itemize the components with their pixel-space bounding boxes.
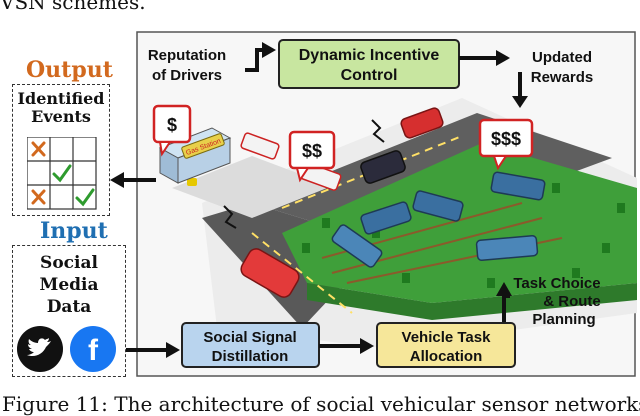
lane-lines [251, 135, 463, 314]
svg-text:$: $ [167, 115, 177, 135]
output-box: Identified Events [12, 84, 110, 216]
reward-tag-2: $$ [288, 130, 336, 183]
top-cut-text: VSN schemes. [0, 0, 146, 14]
architecture-diagram: Gas Station Reputation of Drivers Dynami… [136, 31, 637, 377]
check-mark-icon [75, 188, 95, 207]
updated-rewards-2: Rewards [531, 69, 594, 86]
event-grid [27, 137, 97, 210]
reward-tag-3: $$$ [478, 118, 534, 171]
dynamic-incentive-box [278, 39, 460, 89]
grass-edge [307, 283, 637, 320]
crack-icon [223, 119, 385, 229]
car-icon [187, 107, 444, 298]
to-social-arrow [126, 342, 180, 358]
reward-tag-1: $ [152, 104, 192, 157]
input-heading: Input [40, 218, 108, 244]
input-line-2: Media [39, 275, 99, 295]
dynamic-incentive-line-2: Control [341, 67, 398, 84]
social-signal-line-2: Distillation [212, 348, 289, 365]
social-signal-line-1: Social Signal [203, 329, 296, 346]
output-line-2: Events [31, 106, 91, 126]
svg-text:f: f [88, 334, 99, 367]
x-mark-icon [31, 189, 46, 205]
updated-rewards-1: Updated [532, 49, 592, 66]
vehicle-task-line-2: Allocation [410, 348, 483, 365]
input-line-3: Data [46, 297, 92, 317]
output-line-1: Identified [17, 89, 105, 108]
task-choice-3: Planning [532, 311, 595, 328]
to-output-arrow [110, 172, 156, 188]
vehicle-task-box [376, 322, 516, 368]
reputation-label-2: of Drivers [152, 67, 222, 84]
gas-lot [172, 156, 332, 218]
input-box: Social Media Data f [12, 245, 126, 377]
vehicle-task-line-1: Vehicle Task [402, 329, 492, 346]
svg-text:$$$: $$$ [491, 129, 521, 149]
twitter-icon [17, 326, 63, 372]
dynamic-incentive-line-1: Dynamic Incentive [299, 47, 440, 64]
svg-text:$$: $$ [302, 141, 322, 161]
reputation-label-1: Reputation [148, 47, 226, 64]
task-choice-1: Task Choice [513, 275, 600, 292]
input-line-1: Social [40, 253, 98, 273]
check-mark-icon [52, 164, 72, 183]
output-box-title: Identified Events [13, 90, 109, 125]
figure-caption: Figure 11: The architecture of social ve… [2, 392, 640, 416]
x-mark-icon [31, 141, 46, 157]
output-heading: Output [26, 57, 113, 83]
facebook-icon: f [70, 326, 116, 372]
task-choice-2: & Route [543, 293, 601, 310]
bus-icon [331, 171, 546, 268]
gas-station: Gas Station [158, 127, 232, 184]
